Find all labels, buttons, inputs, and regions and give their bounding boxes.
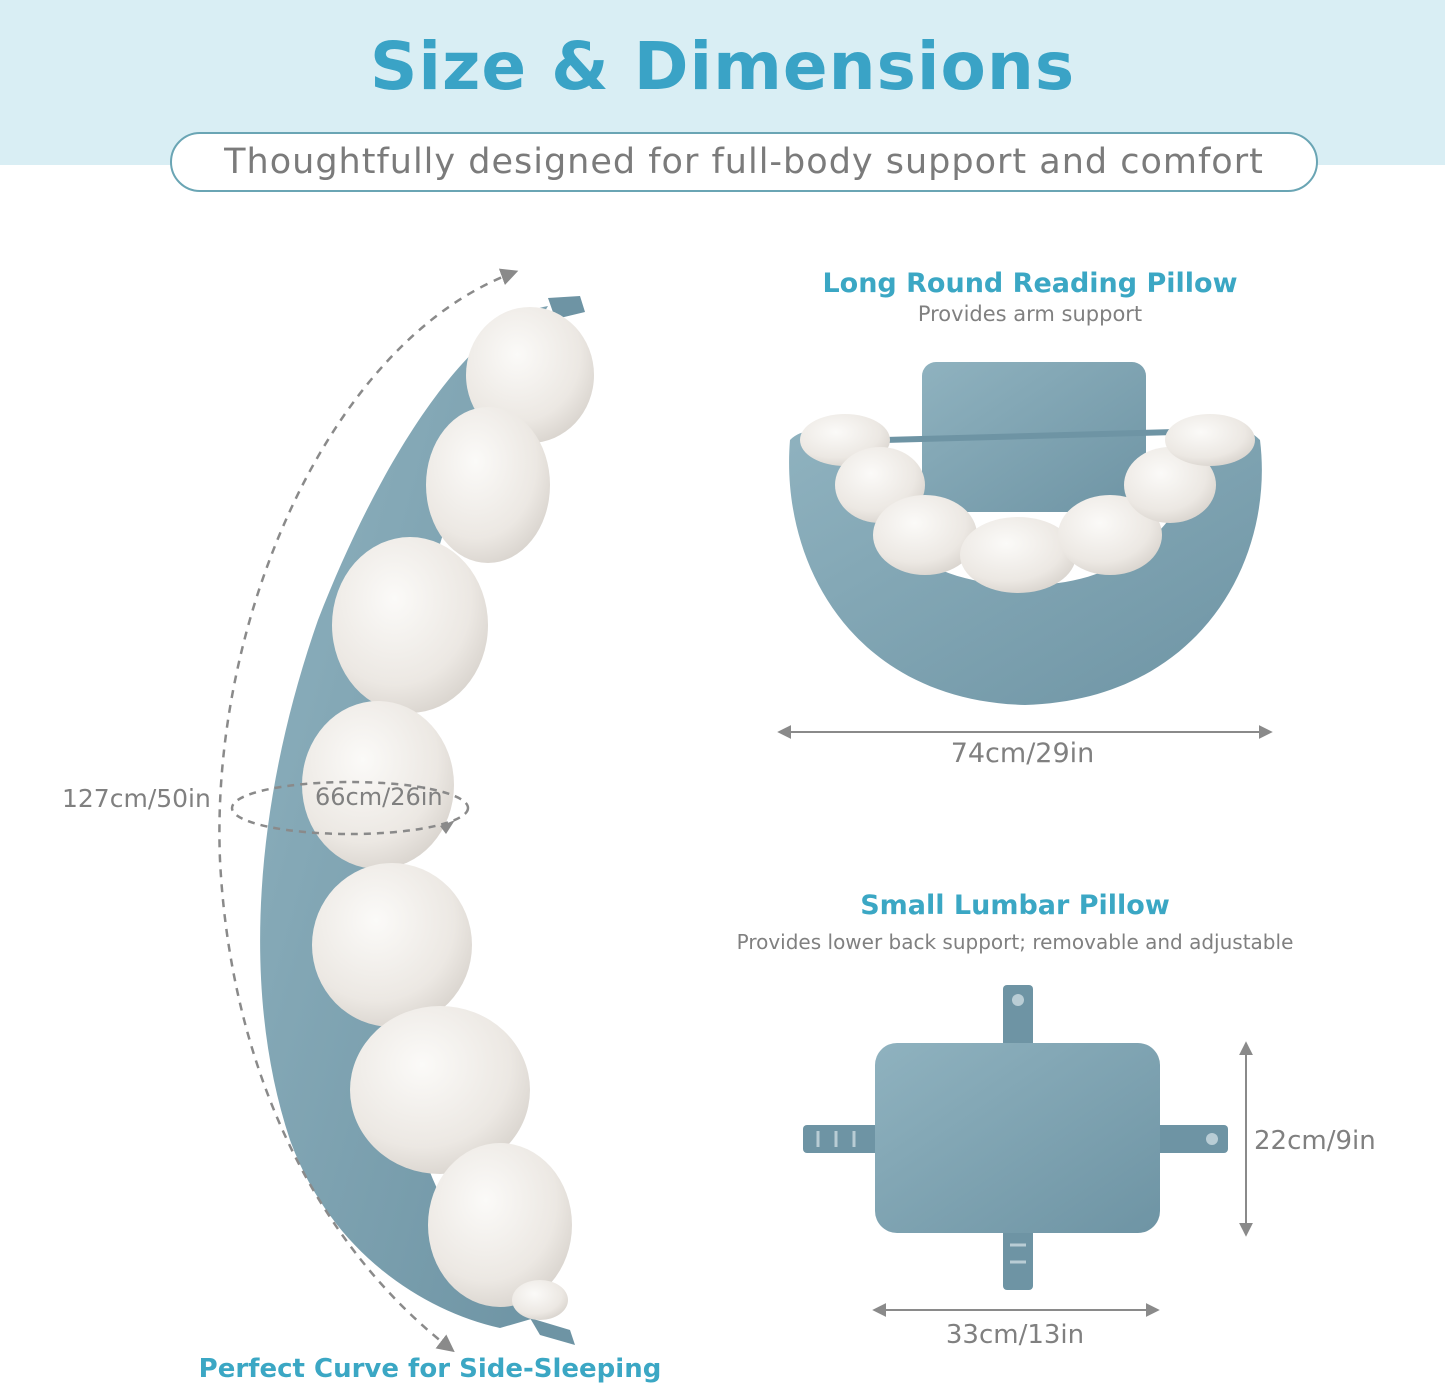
page-title: Size & Dimensions	[369, 28, 1076, 105]
lumbar-pillow-height-label: 22cm/9in	[1254, 1126, 1376, 1156]
reading-pillow-illustration	[789, 362, 1262, 705]
reading-pillow-subtitle: Provides arm support	[917, 302, 1143, 326]
body-pillow-length-label: 127cm/50in	[62, 784, 211, 813]
subtitle-pill: Thoughtfully designed for full-body supp…	[170, 132, 1318, 192]
body-pillow-caption: Perfect Curve for Side-Sleeping	[198, 1354, 662, 1384]
reading-pillow-width-label: 74cm/29in	[950, 738, 1095, 769]
reading-pillow-title: Long Round Reading Pillow	[822, 268, 1238, 299]
lumbar-pillow-illustration	[803, 985, 1228, 1290]
length-arc	[218, 268, 519, 1353]
lumbar-pillow-title: Small Lumbar Pillow	[860, 890, 1170, 921]
page-subtitle: Thoughtfully designed for full-body supp…	[224, 142, 1264, 182]
circumference-loop	[230, 780, 470, 836]
body-pillow-illustration	[260, 296, 594, 1345]
lumbar-pillow-subtitle: Provides lower back support; removable a…	[736, 930, 1294, 954]
body-pillow-circumference-label: 66cm/26in	[315, 783, 443, 811]
lumbar-pillow-width-label: 33cm/13in	[945, 1320, 1085, 1350]
